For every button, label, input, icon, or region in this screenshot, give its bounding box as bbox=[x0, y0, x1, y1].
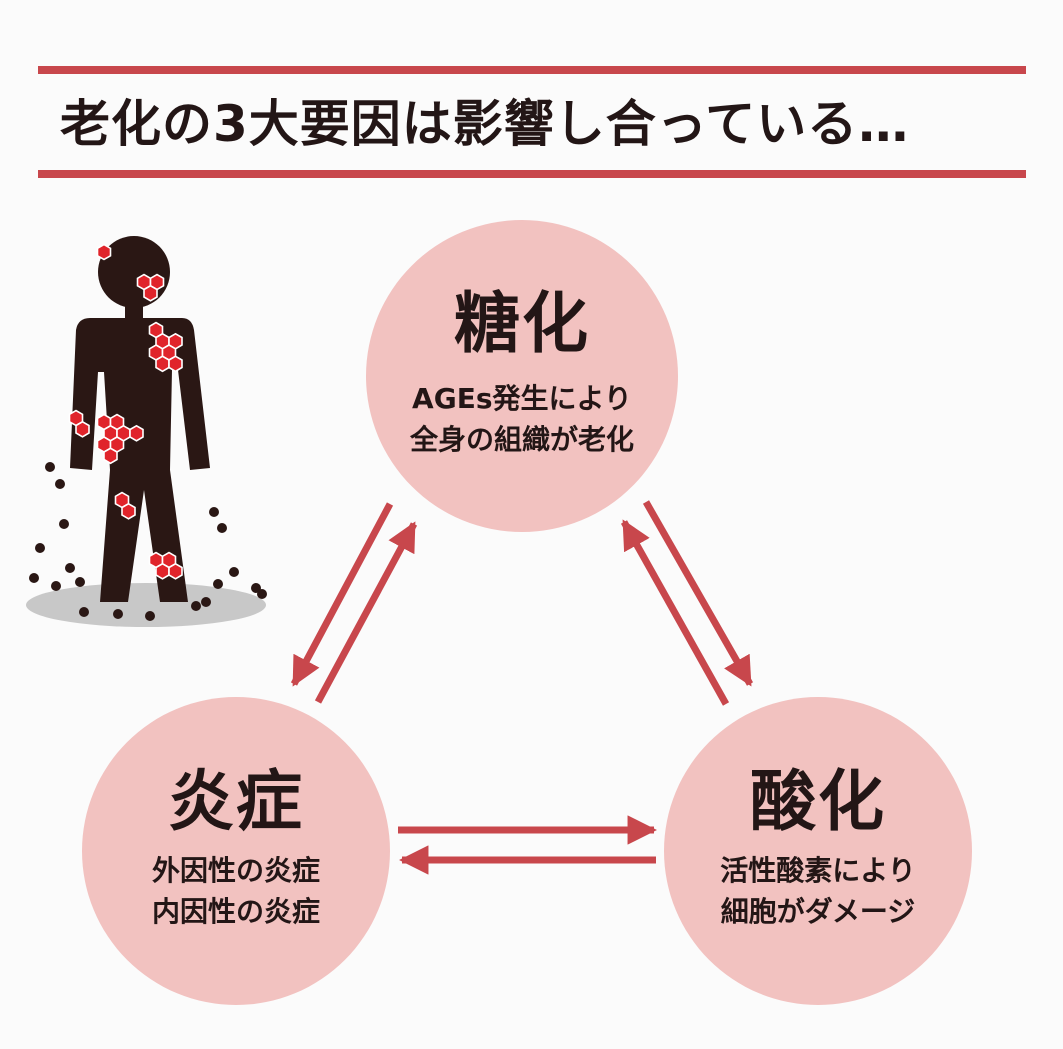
node-glycation-description: AGEs発生により 全身の組織が老化 bbox=[410, 379, 634, 460]
hex-spot bbox=[103, 447, 118, 465]
top-rule bbox=[38, 66, 1026, 74]
hex-spots bbox=[68, 243, 183, 580]
particle-dots bbox=[29, 462, 267, 621]
hex-spot bbox=[129, 424, 144, 442]
hex-spot bbox=[168, 562, 183, 580]
page-title: 老化の3大要因は影響し合っている… bbox=[60, 95, 910, 153]
node-inflammation-line-1: 外因性の炎症 bbox=[151, 854, 320, 888]
node-glycation-line-1: AGEs発生により bbox=[412, 382, 632, 416]
hex-spot bbox=[96, 243, 112, 261]
node-glycation: 糖化 AGEs発生により 全身の組織が老化 bbox=[366, 220, 678, 532]
node-inflammation-title: 炎症 bbox=[168, 763, 304, 841]
node-oxidation: 酸化 活性酸素により 細胞がダメージ bbox=[664, 697, 972, 1005]
arrow-oxidation-to-glycation bbox=[620, 519, 730, 706]
node-glycation-title: 糖化 bbox=[454, 285, 590, 363]
hex-spot bbox=[75, 420, 90, 438]
hex-spot bbox=[168, 355, 183, 373]
node-oxidation-line-2: 細胞がダメージ bbox=[720, 895, 916, 928]
node-oxidation-line-1: 活性酸素により bbox=[720, 854, 916, 888]
node-oxidation-description: 活性酸素により 細胞がダメージ bbox=[720, 851, 915, 932]
bottom-rule bbox=[38, 170, 1026, 178]
node-inflammation-line-2: 内因性の炎症 bbox=[151, 895, 320, 928]
arrow-inflammation-to-glycation bbox=[314, 521, 418, 704]
node-inflammation-description: 外因性の炎症 内因性の炎症 bbox=[152, 851, 320, 932]
arrow-glycation-to-oxidation bbox=[642, 500, 754, 687]
node-inflammation: 炎症 外因性の炎症 内因性の炎症 bbox=[82, 697, 390, 1005]
hex-spot bbox=[121, 502, 136, 520]
human-figure-aging-icon bbox=[26, 236, 267, 627]
node-glycation-line-2: 全身の組織が老化 bbox=[409, 423, 634, 456]
node-oxidation-title: 酸化 bbox=[750, 763, 886, 841]
hex-spot bbox=[143, 284, 158, 302]
arrow-glycation-to-inflammation bbox=[290, 502, 394, 687]
